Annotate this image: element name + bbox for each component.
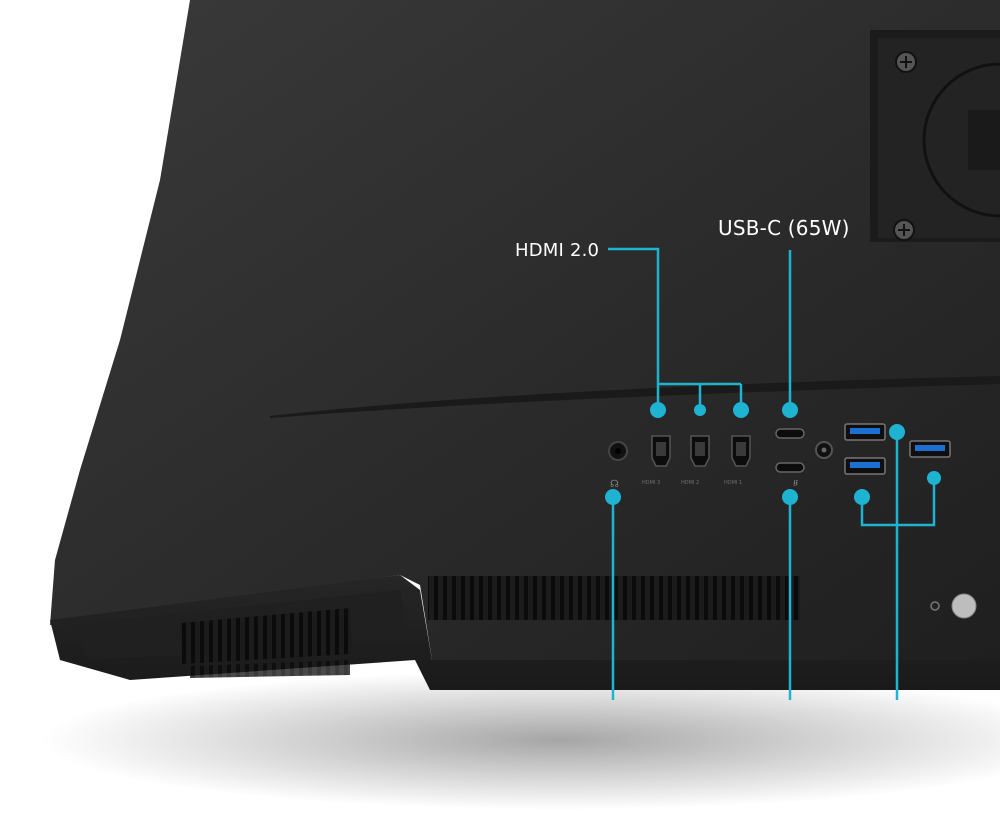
hdmi-port-3[interactable]: [651, 435, 671, 467]
callout-dot: [605, 489, 621, 505]
hdmi-2-label: HDMI 2: [681, 480, 699, 486]
callout-dot: [650, 402, 666, 418]
usb-a-bracket-line: [860, 478, 936, 527]
power-button[interactable]: [951, 593, 977, 619]
headphone-icon: ☊: [610, 479, 619, 490]
callout-dot: [854, 489, 870, 505]
usb-a-port-1[interactable]: [844, 423, 886, 441]
hdmi-port-2[interactable]: [690, 435, 710, 467]
drop-shadow: [40, 670, 1000, 810]
panel-seam: [270, 376, 1000, 418]
side-vent-left: [70, 590, 410, 678]
callout-lines: [608, 247, 936, 700]
callout-dot: [782, 489, 798, 505]
vesa-mount: [870, 30, 1000, 242]
hdmi-1-label: HDMI 1: [724, 480, 742, 486]
callout-dot: [733, 402, 749, 418]
screw-cross-icon: [900, 56, 912, 68]
callout-dot: [927, 471, 941, 485]
hdmi-callout-line: [608, 247, 743, 410]
callout-dot: [889, 424, 905, 440]
callout-dots: [605, 402, 941, 505]
usbc-callout-label: USB-C (65W): [718, 216, 850, 240]
hdmi-3-label: HDMI 3: [642, 480, 660, 486]
usb-c-port-lower[interactable]: [775, 462, 805, 473]
callout-dot: [782, 402, 798, 418]
usb-a-port-3[interactable]: [909, 440, 951, 458]
monitor-back-panel: [50, 0, 1000, 660]
usb-c-port-upper[interactable]: [775, 428, 805, 439]
usb-a-port-2[interactable]: [844, 457, 886, 475]
hdmi-callout-label: HDMI 2.0: [515, 240, 600, 261]
screw-cross-icon: [898, 224, 910, 236]
power-icon: [930, 601, 940, 611]
hdmi-port-1[interactable]: [731, 435, 751, 467]
io-panel: ☊ HDMI 3 HDMI 2 HDMI 1 ⭿: [608, 423, 951, 490]
callout-dot: [694, 404, 706, 416]
usb-icon: ⭿: [793, 479, 798, 488]
